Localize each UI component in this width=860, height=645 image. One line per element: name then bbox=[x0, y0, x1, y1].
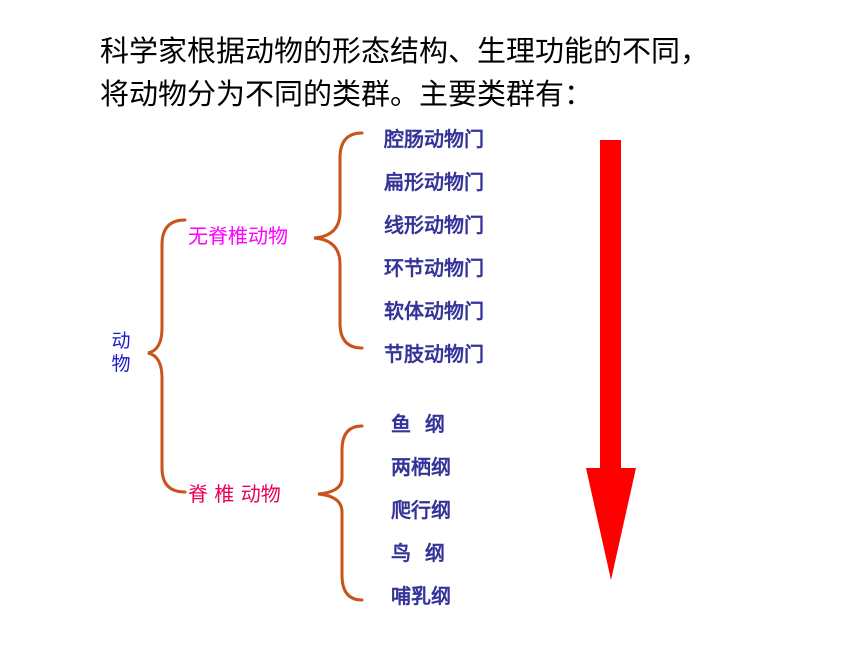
phylum-item: 腔肠动物门 bbox=[384, 127, 484, 151]
vertebrate-brace bbox=[317, 424, 364, 602]
evolution-arrow-icon bbox=[586, 140, 636, 580]
phylum-item: 环节动物门 bbox=[384, 256, 484, 280]
root-char-1: 动 bbox=[111, 330, 131, 352]
root-label-animals: 动 物 bbox=[108, 330, 134, 376]
class-item: 鸟 纲 bbox=[391, 541, 445, 565]
phylum-item: 节肢动物门 bbox=[384, 342, 484, 366]
invertebrates-label: 无脊椎动物 bbox=[188, 224, 288, 248]
intro-line-2: 将动物分为不同的类群。主要类群有： bbox=[100, 77, 594, 111]
intro-line-1: 科学家根据动物的形态结构、生理功能的不同， bbox=[100, 34, 710, 68]
class-item: 鱼 纲 bbox=[391, 412, 445, 436]
vertebrates-label: 脊 椎 动物 bbox=[188, 482, 281, 506]
class-item: 哺乳纲 bbox=[391, 584, 451, 608]
root-brace bbox=[147, 218, 187, 494]
phylum-item: 线形动物门 bbox=[384, 213, 484, 237]
root-char-2: 物 bbox=[111, 353, 131, 375]
phylum-item: 软体动物门 bbox=[384, 299, 484, 323]
phylum-item: 扁形动物门 bbox=[384, 170, 484, 194]
invertebrate-brace bbox=[313, 131, 364, 350]
intro-text: 科学家根据动物的形态结构、生理功能的不同， 将动物分为不同的类群。主要类群有： bbox=[100, 30, 840, 116]
class-item: 两栖纲 bbox=[391, 455, 451, 479]
class-item: 爬行纲 bbox=[391, 498, 451, 522]
